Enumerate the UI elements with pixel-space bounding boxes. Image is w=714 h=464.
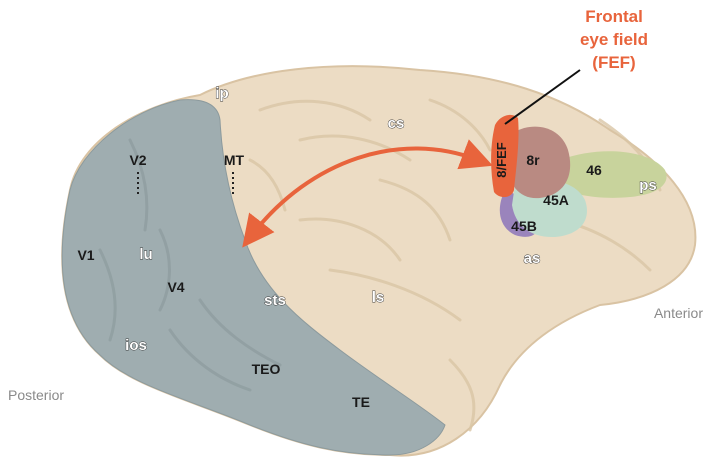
area-v1-label: V1 (77, 247, 94, 263)
posterior-label: Posterior (8, 387, 64, 403)
area-45b-label: 45B (511, 218, 537, 234)
sulcus-ip-label: ip (215, 85, 228, 102)
area-8r-label: 8r (526, 152, 540, 168)
anterior-label: Anterior (654, 305, 703, 321)
area-teo-label: TEO (252, 361, 281, 377)
sulcus-as-label: as (524, 250, 541, 267)
area-mt-label: MT (224, 152, 245, 168)
callout-line-3: (FEF) (592, 53, 635, 72)
sulcus-cs-label: cs (388, 115, 405, 132)
sulcus-lu-label: lu (139, 246, 152, 263)
area-46-label: 46 (586, 162, 602, 178)
sulcus-ls-label: ls (372, 289, 385, 306)
area-fef-label: 8/FEF (494, 142, 509, 177)
sulcus-sts-label: sts (264, 292, 286, 309)
sulcus-ios-label: ios (125, 337, 147, 354)
callout-line-1: Frontal (585, 7, 643, 26)
callout-line-2: eye field (580, 30, 648, 49)
area-45a-label: 45A (543, 192, 569, 208)
area-v2-label: V2 (129, 152, 146, 168)
area-te-label: TE (352, 394, 370, 410)
sulcus-ps-label: ps (639, 177, 657, 194)
area-v4-label: V4 (167, 279, 184, 295)
